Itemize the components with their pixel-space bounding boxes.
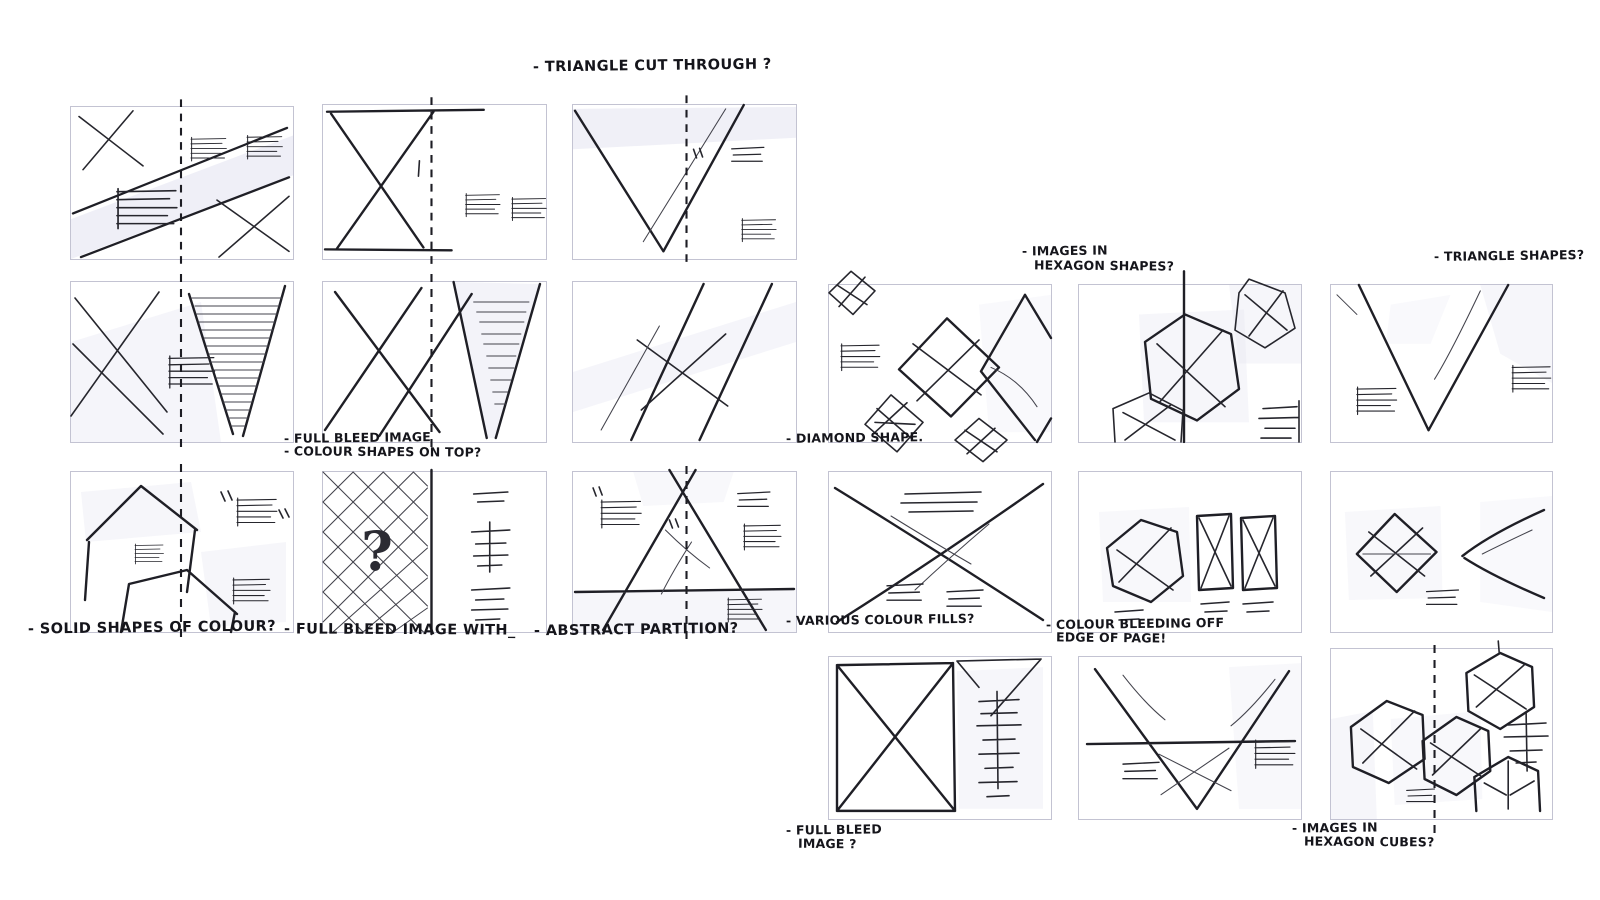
- sketch-panel-diamond-arrow: [1330, 471, 1553, 633]
- text-lines: [1114, 601, 1274, 621]
- wedge-text-lines: [473, 301, 530, 405]
- hatch-lines: [191, 297, 283, 427]
- annotation-images-in-hex-cubes-line2: HEXAGON CUBES?: [1303, 833, 1435, 850]
- sketch-panel-crosshatch-question: ?: [322, 468, 547, 636]
- annotation-triangle-cut-through: - TRIANGLE CUT THROUGH ?: [532, 56, 772, 76]
- text-scribble-block: [1258, 400, 1300, 443]
- sketch-panel-triangle-cut-through: [572, 95, 797, 267]
- sketch-panel-various-colour-fills: [828, 471, 1052, 633]
- question-mark-glyph: ?: [361, 519, 393, 583]
- sketch-panel-triangle-shapes: [1330, 283, 1553, 443]
- text-lines-top: [900, 491, 982, 513]
- sketch-panel-diagonal-band: [70, 99, 294, 267]
- annotation-triangle-shapes: - TRIANGLE SHAPES?: [1433, 247, 1585, 264]
- corner-x-marks: [78, 110, 290, 258]
- hexagon-top-right: [1234, 278, 1296, 349]
- text-scribble-block: [840, 343, 881, 372]
- text-scribble-blocks: [1356, 364, 1552, 416]
- annotation-abstract-partition: - ABSTRACT PARTITION?: [533, 620, 739, 640]
- sketch-panel-solid-shapes: [70, 464, 294, 640]
- annotation-solid-shapes-of-colour: - SOLID SHAPES OF COLOUR?: [27, 618, 277, 638]
- grid-diamond: [864, 394, 924, 453]
- annotation-images-in-hexagon-line1: - IMAGES IN: [1021, 242, 1108, 259]
- quote-marks: [220, 490, 290, 519]
- quote-marks: [592, 486, 680, 529]
- sketch-panel-inverted-triangle: [1078, 656, 1302, 820]
- sketch-panel-diamond-shapes: [828, 270, 1053, 463]
- sketch-panel-hexagon-cubes: [1330, 640, 1553, 835]
- annotation-images-in-hexagon-line2: HEXAGON SHAPES?: [1033, 257, 1175, 274]
- text-scribble-blocks: [465, 193, 547, 221]
- hexagon-bottom-left: [1112, 392, 1184, 443]
- crosshatch: [322, 471, 428, 633]
- sketch-panel-colour-bleeding: [1078, 471, 1302, 633]
- annotation-full-bleed-q-line2: IMAGE ?: [797, 835, 857, 852]
- centered-text-column: [976, 690, 1022, 798]
- sketch-panel-hatched-wedge: [70, 274, 294, 450]
- bottom-diamond: [954, 417, 1008, 463]
- corner-flag: [956, 658, 1042, 717]
- text-scribble-blocks: [731, 146, 777, 243]
- sketch-panel-parallel-diagonals: [572, 281, 797, 443]
- text-scribble-column: [470, 491, 511, 621]
- sketch-panel-full-bleed-wedge: [322, 274, 547, 450]
- centered-text-glyph: [1503, 712, 1549, 772]
- annotation-full-bleed-image-with: - FULL BLEED IMAGE WITH_: [283, 621, 516, 639]
- sketch-panel-abstract-partition: [572, 466, 797, 642]
- annotation-various-colour-fills: - VARIOUS COLOUR FILLS?: [785, 610, 975, 629]
- quote-marks: [692, 147, 704, 159]
- annotation-colour-shapes-on-top: - COLOUR SHAPES ON TOP?: [283, 443, 482, 460]
- sketch-panel-square-v: [322, 97, 547, 267]
- annotation-colour-bleeding-line2: EDGE OF PAGE!: [1055, 629, 1167, 646]
- text-scribble-blocks: [886, 583, 984, 607]
- sketch-panel-hexagon-images: [1078, 270, 1302, 444]
- small-diamond: [828, 270, 876, 316]
- sketch-panel-full-bleed-image: [828, 656, 1052, 820]
- annotation-diamond-shape: - DIAMOND SHAPE.: [785, 429, 924, 446]
